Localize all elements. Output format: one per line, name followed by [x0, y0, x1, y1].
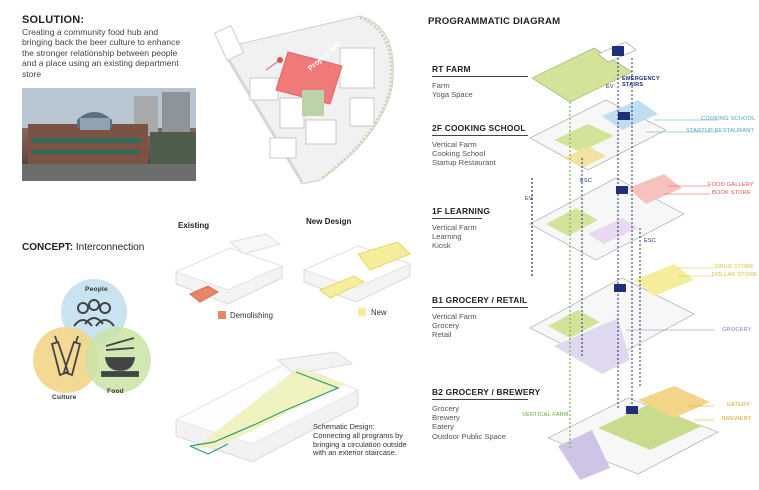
- level-item: Grocery: [432, 404, 460, 413]
- solution-title: SOLUTION:: [22, 14, 85, 26]
- level-title: 1F LEARNING: [432, 206, 491, 216]
- level-item: Yoga Space: [432, 90, 473, 100]
- demolishing-label: Demolishing: [230, 311, 273, 320]
- floor-b2-grocery-brewery: [547, 386, 719, 480]
- schematic-line: bringing a circulation outside: [313, 439, 407, 449]
- level-divider: [432, 76, 528, 77]
- new-design-massing: [302, 241, 412, 303]
- exploded-axonometric: [529, 41, 719, 480]
- new-swatch: [358, 308, 366, 316]
- beer-bottles-icon: [50, 335, 82, 377]
- building-photo: [22, 88, 196, 181]
- floor-1f-learning: [529, 174, 685, 261]
- culture-label: Culture: [52, 394, 77, 401]
- diagram-title: PROGRAMMATIC DIAGRAM: [428, 16, 561, 27]
- eatery-callout: EATERY: [727, 402, 751, 408]
- floor-b1-grocery-retail: [529, 264, 695, 374]
- level-item: Outdoor Public Space: [432, 431, 506, 441]
- solution-line: bringing back the beer culture to enhanc…: [22, 37, 181, 48]
- esc-right-label: ESC: [644, 238, 657, 244]
- schematic-line: with an exterior staircase.: [313, 448, 397, 458]
- emergency-stairs-label: EMERGENCY STAIRS: [622, 76, 660, 88]
- level-divider: [432, 218, 482, 219]
- level-item: Vertical Farm: [432, 223, 477, 232]
- dollar-store-callout: DOLLAR STORE: [712, 272, 758, 278]
- existing-title: Existing: [178, 221, 210, 230]
- floor-rt-farm: [531, 41, 637, 103]
- level-title: B1 GROCERY / RETAIL: [432, 295, 528, 305]
- solution-line: Creating a community food hub and: [22, 27, 159, 37]
- level-divider: [432, 399, 528, 400]
- emergency-stairs-line: STAIRS: [622, 82, 644, 88]
- level-divider: [432, 307, 528, 308]
- level-b1-grocery-retail: B1 GROCERY / RETAIL Vertical Farm Grocer…: [432, 295, 528, 340]
- people-icon: [73, 299, 115, 327]
- level-item: Retail: [432, 330, 452, 340]
- building-photo-illustration: [22, 88, 196, 181]
- schematic-massing: [174, 351, 360, 463]
- schematic-line: Schematic Design:: [313, 422, 375, 431]
- food-bowl-icon: [101, 337, 139, 377]
- concept-venn-diagram: [33, 279, 151, 393]
- demolishing-swatch: [218, 311, 226, 319]
- startup-restaurant-callout: STARTUP RESTAURANT: [686, 128, 755, 134]
- concept-title-rest: Interconnection: [73, 242, 145, 253]
- solution-description: Creating a community food hub and bringi…: [22, 27, 222, 79]
- concept-title-bold: CONCEPT:: [22, 242, 74, 253]
- esc-left-label: ESC: [580, 178, 593, 184]
- level-item: Cooking School: [432, 149, 486, 159]
- level-item: Vertical Farm: [432, 312, 477, 321]
- schematic-description: Schematic Design: Connecting all program…: [313, 422, 407, 458]
- emergency-stairs-line: EMERGENCY: [622, 76, 660, 82]
- level-divider: [432, 135, 528, 136]
- level-title: 2F COOKING SCHOOL: [432, 123, 526, 133]
- culture-circle: [33, 327, 99, 393]
- level-item: Eatery: [432, 422, 454, 432]
- people-label: People: [85, 286, 108, 293]
- food-gallery-callout: FOOD GALLERY: [708, 182, 754, 188]
- grocery-callout: GROCERY: [722, 327, 752, 333]
- level-1f-learning: 1F LEARNING Vertical Farm Learning Kiosk: [432, 206, 490, 251]
- schematic-line: Connecting all programs by: [313, 430, 403, 440]
- level-item: Grocery: [432, 321, 460, 331]
- brewery-callout: BREWERY: [722, 416, 752, 422]
- book-store-callout: BOOK STORE: [712, 190, 751, 196]
- solution-line: the stronger relationship between people: [22, 47, 178, 58]
- concept-title: CONCEPT: Interconnection: [22, 242, 144, 253]
- level-2f-cooking-school: 2F COOKING SCHOOL Vertical Farm Cooking …: [432, 123, 528, 168]
- level-item: Brewery: [432, 413, 460, 423]
- new-design-title: New Design: [306, 217, 352, 226]
- level-b2-grocery-brewery: B2 GROCERY / BREWERY Grocery Brewery Eat…: [432, 387, 540, 441]
- level-rt-farm: RT FARM Farm Yoga Space: [432, 64, 528, 99]
- level-item: Learning: [432, 232, 462, 242]
- level-item: Vertical Farm: [432, 140, 477, 149]
- cooking-school-callout: COOKING SCHOOL: [701, 116, 756, 122]
- site-plan: [213, 15, 394, 185]
- level-title: B2 GROCERY / BREWERY: [432, 387, 541, 397]
- level-item: Farm: [432, 81, 450, 90]
- existing-massing: [174, 233, 284, 305]
- ev-top-label: EV: [606, 84, 614, 90]
- ev-left-label: EV: [525, 196, 533, 202]
- vertical-farm-callout: VERTICAL FARM: [522, 412, 569, 418]
- solution-line: and a place using an existing department: [22, 58, 179, 69]
- food-label: Food: [107, 388, 124, 395]
- new-label: New: [371, 308, 387, 317]
- level-item: Startup Restaurant: [432, 158, 496, 168]
- solution-line: store: [22, 68, 42, 79]
- drug-store-callout: DRUG STORE: [715, 264, 755, 270]
- level-title: RT FARM: [432, 64, 471, 74]
- level-item: Kiosk: [432, 241, 451, 251]
- floor-2f-cooking-school: [529, 99, 667, 171]
